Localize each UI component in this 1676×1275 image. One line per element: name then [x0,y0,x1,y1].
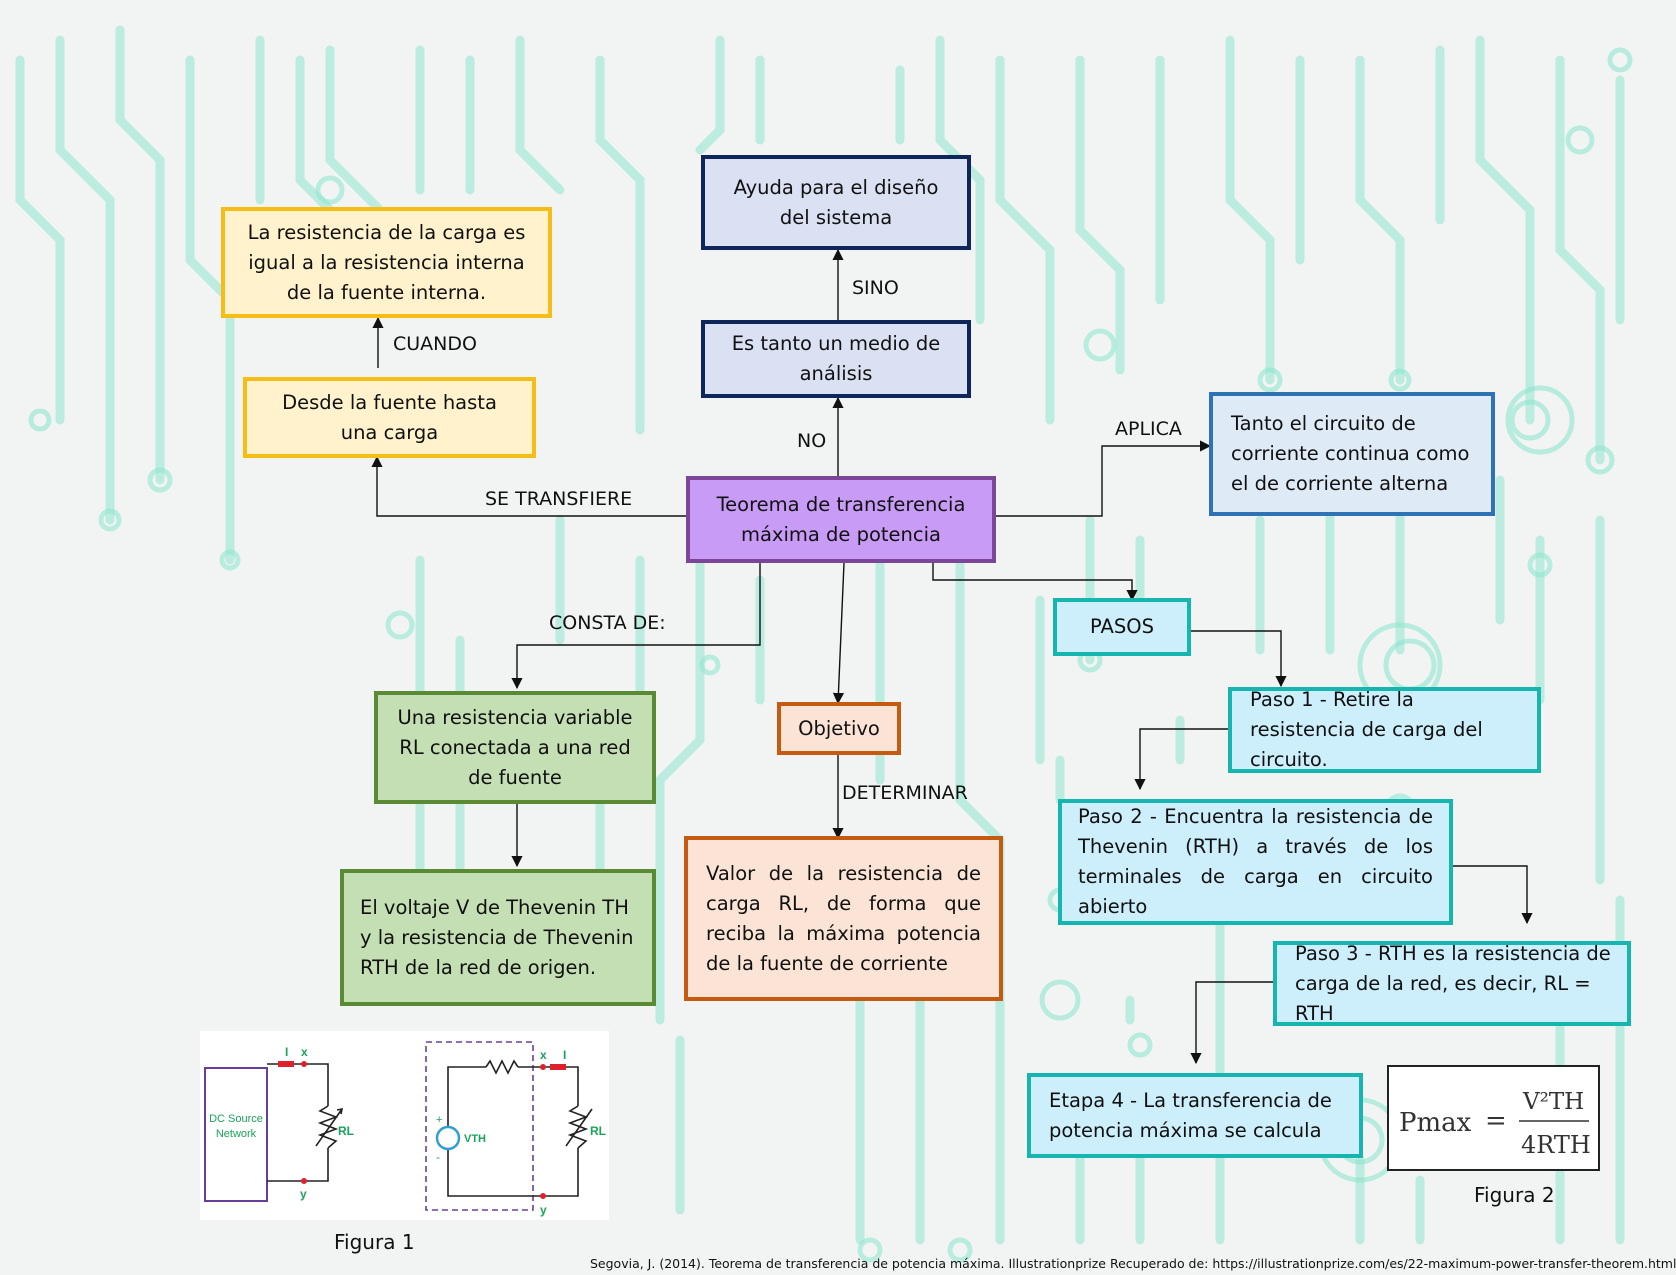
figure1-circuit: DC Source Network I x y RL + - V [200,1031,609,1220]
arrow-se-transfiere [371,455,686,517]
label-cuando: CUANDO [393,333,477,355]
vth-source-icon [435,1125,461,1151]
arrow-objetivo [832,562,845,705]
node-ayuda-diseno: Ayuda para el diseño del sistema [701,155,971,250]
label-se-transfiere: SE TRANSFIERE [485,488,633,510]
node-valor-resistencia: Valor de la resistencia de carga RL, de … [684,836,1003,1001]
node-paso2: Paso 2 - Encuentra la resistencia de The… [1058,799,1453,925]
formula-equals: = [1485,1106,1507,1136]
node-resistencia-variable: Una resistencia variable RL conectada a … [374,691,656,804]
arrow-paso1 [1190,630,1287,688]
node-tanto-circuito: Tanto el circuito de corriente continua … [1209,392,1495,516]
node-medio-analisis: Es tanto un medio de análisis [701,320,971,398]
fig2-current-label: I [563,1048,566,1062]
formula-numerator: V²TH [1522,1089,1584,1115]
fig2-plus: + [436,1114,442,1126]
fig1-current-label: I [285,1045,288,1059]
node-desde-fuente: Desde la fuente hasta una carga [243,377,536,458]
node-paso3: Paso 3 - RTH es la resistencia de carga … [1273,941,1631,1026]
node-pasos: PASOS [1053,598,1191,656]
fig1-node-y: y [300,1187,307,1201]
fig2-node-x: x [540,1048,547,1062]
arrow-aplica [995,440,1212,517]
node-objetivo: Objetivo [777,702,901,755]
node-teorema-central: Teorema de transferencia máxima de poten… [686,476,996,563]
label-consta-de: CONSTA DE: [549,612,666,634]
arrow-paso3 [1452,865,1533,925]
label-sino: SINO [852,277,899,299]
citation-text: Segovia, J. (2014). Teorema de transfere… [590,1256,1676,1271]
dc-source-label-1: DC Source [209,1113,263,1125]
node-resistencia-carga: La resistencia de la carga es igual a la… [221,207,552,318]
dc-source-label-2: Network [216,1128,257,1140]
node-etapa4: Etapa 4 - La transferencia de potencia m… [1027,1073,1363,1158]
figure2-formula: Pmax = V²TH 4RTH [1387,1065,1600,1171]
arrow-etapa4 [1190,981,1273,1065]
formula-lhs: Pmax [1399,1108,1472,1138]
figure2-caption: Figura 2 [1474,1183,1555,1207]
formula-denominator: 4RTH [1521,1131,1591,1159]
fig1-load-label: RL [338,1124,354,1138]
fig2-minus: - [436,1150,440,1164]
thevenin-equivalent-box [425,1041,534,1211]
label-no: NO [797,430,827,452]
fig2-node-y: y [540,1203,547,1217]
fig2-load-label: RL [590,1124,606,1138]
node-voltaje-thevenin: El voltaje V de Thevenin TH y la resiste… [340,869,656,1006]
figure1-caption: Figura 1 [334,1230,415,1254]
dc-source-network-box [204,1067,268,1202]
fig1-node-x: x [301,1045,308,1059]
label-aplica: APLICA [1115,418,1182,440]
label-determinar: DETERMINAR [842,782,968,804]
arrow-paso2 [1134,728,1228,791]
fig2-vth-label: VTH [464,1133,486,1145]
arrow-consta-de [511,563,761,690]
node-paso1: Paso 1 - Retire la resistencia de carga … [1228,687,1541,773]
arrow-pasos [932,563,1138,602]
